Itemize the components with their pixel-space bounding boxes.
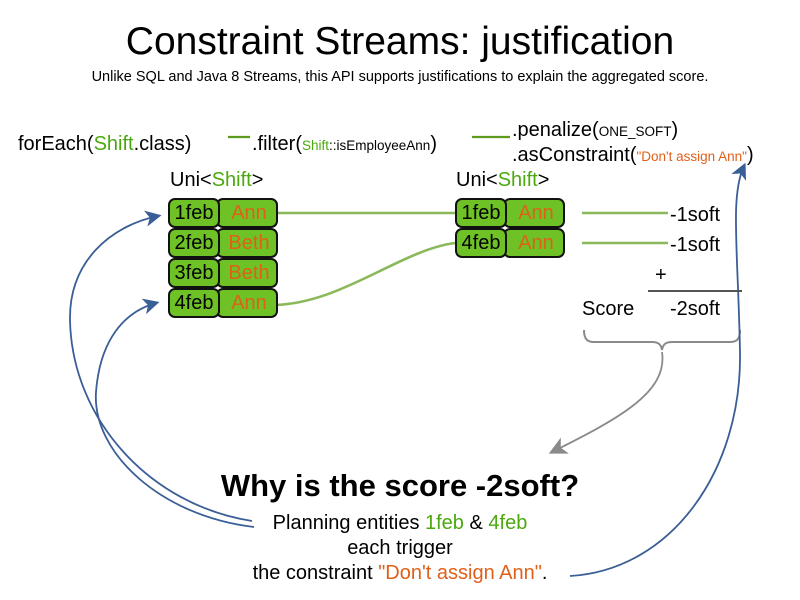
asconstraint-name: "Don't assign Ann" [636, 149, 747, 164]
shift-date: 1feb [455, 198, 507, 228]
uni-right-prefix: Uni< [456, 169, 498, 191]
impact-label-2: -1soft [670, 234, 721, 256]
code-filter: .filter(Shift::isEmployeeAnn) [252, 132, 437, 158]
shift-table-left: 1feb Ann 2feb Beth 3feb Beth 4feb Ann [168, 198, 278, 318]
shift-date: 4feb [168, 288, 220, 318]
shift-employee: Beth [216, 258, 278, 288]
uni-left-suffix: > [251, 169, 264, 191]
shift-date: 4feb [455, 228, 507, 258]
score-brace-arrow [548, 351, 664, 454]
shift-date: 2feb [168, 228, 220, 258]
filter-ref-type: Shift [302, 138, 330, 153]
foreach-type: Shift [93, 133, 134, 155]
table-row[interactable]: 1feb Ann [168, 198, 278, 228]
penalize-weight: ONE_SOFT [598, 124, 672, 139]
sum-rule [648, 290, 742, 292]
slide-subtitle: Unlike SQL and Java 8 Streams, this API … [91, 69, 709, 85]
uni-left-type: Shift [211, 169, 252, 191]
score-total: -2soft [669, 298, 721, 320]
expl-entity-a: 1feb [425, 512, 464, 534]
shift-employee: Ann [216, 288, 278, 318]
penalize-suffix: ) [671, 119, 679, 141]
shift-employee: Ann [216, 198, 278, 228]
filter-prefix: .filter( [252, 133, 302, 155]
score-label: Score [582, 298, 635, 320]
asconstraint-prefix: .asConstraint( [512, 144, 637, 166]
expl-amp: & [463, 512, 489, 534]
code-asconstraint: .asConstraint("Don't assign Ann") [512, 143, 754, 169]
asconstraint-suffix: ) [746, 144, 754, 166]
explanation-line-1: Planning entities 1feb & 4feb [0, 511, 800, 536]
explanation-line-3: the constraint "Don't assign Ann". [0, 561, 800, 586]
shift-date: 1feb [168, 198, 220, 228]
slide-title: Constraint Streams: justification [125, 20, 675, 63]
uni-left-prefix: Uni< [170, 169, 212, 191]
table-row[interactable]: 1feb Ann [455, 198, 565, 228]
expl-pre: Planning entities [272, 512, 425, 534]
foreach-suffix: .class) [133, 133, 192, 155]
uni-header-left: Uni<Shift> [170, 168, 263, 192]
stream-connector-4feb [271, 241, 456, 307]
table-row[interactable]: 4feb Ann [455, 228, 565, 258]
code-penalize: .penalize(ONE_SOFT) [512, 118, 678, 144]
filter-suffix: ) [430, 133, 437, 155]
code-foreach: forEach(Shift.class) [18, 132, 191, 156]
expl3-post: . [541, 562, 548, 584]
expl3-constraint: "Don't assign Ann" [378, 562, 542, 584]
uni-right-type: Shift [497, 169, 538, 191]
uni-right-suffix: > [537, 169, 550, 191]
score-brace [583, 329, 741, 351]
table-row[interactable]: 4feb Ann [168, 288, 278, 318]
impact-label-1: -1soft [670, 204, 721, 226]
shift-table-right: 1feb Ann 4feb Ann [455, 198, 565, 258]
explanation-line-2: each trigger [347, 537, 453, 559]
filter-ref-method: ::isEmployeeAnn [329, 138, 431, 153]
uni-header-right: Uni<Shift> [456, 168, 549, 192]
expl-entity-b: 4feb [488, 512, 528, 534]
explanation-heading: Why is the score -2soft? [220, 468, 580, 503]
table-row[interactable]: 3feb Beth [168, 258, 278, 288]
shift-employee: Ann [503, 228, 565, 258]
table-row[interactable]: 2feb Beth [168, 228, 278, 258]
shift-employee: Ann [503, 198, 565, 228]
penalize-prefix: .penalize( [512, 119, 599, 141]
sum-operator: + [655, 264, 667, 286]
shift-employee: Beth [216, 228, 278, 258]
foreach-prefix: forEach( [18, 133, 94, 155]
expl3-pre: the constraint [252, 562, 379, 584]
shift-date: 3feb [168, 258, 220, 288]
